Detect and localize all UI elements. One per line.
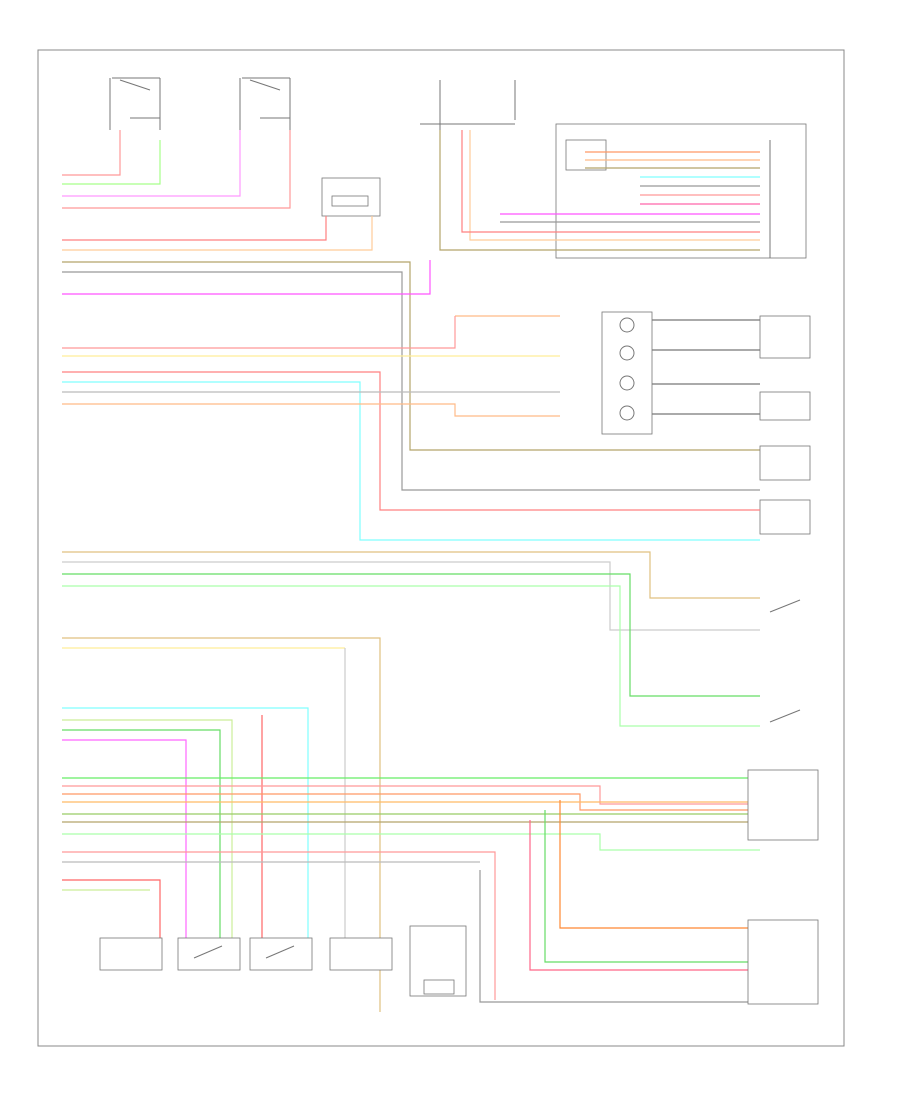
wires-bottom-left (62, 648, 346, 938)
control-module-top-right (555, 123, 807, 259)
bottom-components (99, 925, 467, 997)
wires-bottom-right (62, 777, 760, 1003)
multi-switch-module (601, 311, 811, 535)
sensor-component (321, 177, 381, 217)
switch-assembly-middle (239, 77, 291, 130)
diagram-frame (37, 49, 845, 1047)
center-module-connector (420, 80, 516, 250)
wires-lower-middle (62, 551, 760, 1012)
wires-module-top-right (439, 130, 760, 251)
lower-right-modules (747, 769, 819, 1005)
passenger-switches-right (769, 599, 801, 723)
switch-assembly-left (109, 77, 161, 130)
wires-middle (62, 315, 760, 541)
